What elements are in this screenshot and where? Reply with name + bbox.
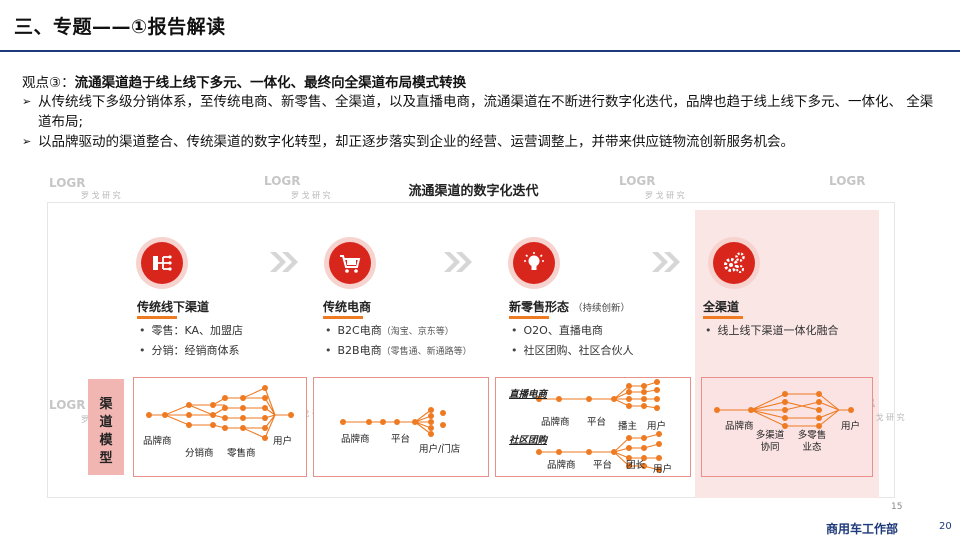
watermark-cn: 罗 戈 研 究	[291, 191, 331, 200]
community-group-buying-label: 社区团购	[509, 435, 548, 446]
watermark-logo: LOGR	[829, 174, 866, 188]
watermark-cn: 罗 戈 研 究	[291, 409, 331, 418]
figure-frame	[47, 202, 895, 498]
bullet-item: ➢ 从传统线下多级分销体系，至传统电商、新零售、全渠道，以及直播电商，流通渠道在…	[22, 92, 942, 132]
stage-title: 传统电商	[323, 300, 372, 314]
flow-node-label: 品牌商	[547, 460, 576, 471]
title-divider	[0, 50, 960, 52]
ecommerce-model-box	[313, 377, 489, 477]
watermark-logo: LOGR	[49, 398, 86, 412]
flow-node-label: 多零售业态	[797, 430, 827, 453]
flow-node-label: 用户	[653, 464, 673, 475]
flow-node-label: 用户	[841, 421, 861, 432]
footer-department: 商用车工作部	[826, 522, 899, 536]
lightbulb-icon	[513, 242, 555, 284]
viewpoint: 观点③：流通渠道趋于线上线下多元、一体化、最终向全渠道布局模式转换	[22, 71, 466, 91]
flow-node-label: 分销商	[185, 448, 214, 459]
stage-underline	[137, 316, 177, 319]
stage-underline	[703, 316, 743, 319]
footer-page-number: 20	[939, 521, 952, 532]
chevron-right-icon	[444, 252, 472, 272]
flow-node-label: 品牌商	[725, 421, 754, 432]
stage-item: •分销：经销商体系	[139, 344, 240, 357]
bullet-text: 以品牌驱动的渠道整合、传统渠道的数字化转型，却正逐步落实到企业的经营、运营调整上…	[38, 134, 794, 150]
figure-page-number: 15	[891, 502, 903, 512]
stage-title: 新零售形态（持续创新）	[509, 300, 631, 314]
stage-item: •B2B电商（零售通、新通路等）	[325, 344, 472, 357]
flow-node-label: 团长	[626, 460, 646, 471]
arrow-bullet-icon: ➢	[22, 95, 32, 108]
arrow-bullet-icon: ➢	[22, 135, 32, 148]
sitemap-icon	[141, 242, 183, 284]
flow-node-label: 播主	[618, 421, 638, 432]
figure-title: 流通渠道的数字化迭代	[408, 184, 539, 199]
stage-item: •B2C电商（淘宝、京东等）	[325, 324, 454, 337]
stage-title: 传统线下渠道	[137, 300, 210, 314]
bullet-item: ➢ 以品牌驱动的渠道整合、传统渠道的数字化转型，却正逐步落实到企业的经营、运营调…	[22, 132, 942, 152]
stage-item: •零售：KA、加盟店	[139, 324, 244, 337]
flow-node-label: 用户	[273, 436, 293, 447]
channel-model-label: 渠 道 模 型	[88, 379, 124, 475]
flow-diagrams	[146, 379, 854, 473]
stage-title: 全渠道	[703, 300, 740, 314]
live-ecommerce-label: 直播电商	[509, 389, 548, 400]
watermark-logo: LOGR	[619, 174, 656, 188]
flow-node-label: 零售商	[227, 448, 256, 459]
viewpoint-label: 观点③：	[22, 75, 75, 91]
model-label-char: 道	[99, 415, 113, 430]
chevron-right-icon	[652, 252, 680, 272]
flow-node-label: 平台	[391, 434, 411, 445]
flow-node-label: 用户/门店	[419, 444, 461, 455]
model-label-char: 模	[99, 433, 113, 448]
flow-node-label: 平台	[593, 460, 613, 471]
bullet-text: 从传统线下多级分销体系，至传统电商、新零售、全渠道，以及直播电商，流通渠道在不断…	[38, 94, 934, 130]
flow-node-label: 品牌商	[341, 434, 370, 445]
flow-node-label: 品牌商	[143, 436, 172, 447]
channel-iteration-figure: 流通渠道的数字化迭代 LOGR 罗 戈 研 究 LOGR 罗 戈 研 究 LOG…	[39, 172, 908, 512]
viewpoint-text: 流通渠道趋于线上线下多元、一体化、最终向全渠道布局模式转换	[74, 75, 467, 91]
gears-icon	[713, 242, 755, 284]
watermark-cn: 罗 戈 研 究	[645, 191, 685, 200]
stage-item: •O2O、直播电商	[511, 324, 603, 337]
flow-node-label: 平台	[587, 417, 607, 428]
stage-item: •社区团购、社区合伙人	[511, 344, 634, 357]
stage-underline	[509, 316, 549, 319]
watermark-cn: 罗 戈 研 究	[865, 413, 905, 422]
newretail-model-box	[495, 377, 691, 477]
page-title: 三、专题——①报告解读	[14, 16, 226, 38]
flow-node-label: 用户	[647, 421, 667, 432]
watermark-logo: LOGR	[264, 174, 301, 188]
model-label-char: 渠	[99, 397, 113, 412]
watermark-cn: 罗 戈 研 究	[81, 191, 121, 200]
stage-item: •线上线下渠道一体化融合	[705, 324, 839, 337]
shopping-cart-icon	[329, 242, 371, 284]
bullet-list: ➢ 从传统线下多级分销体系，至传统电商、新零售、全渠道，以及直播电商，流通渠道在…	[22, 92, 942, 152]
flow-node-label: 品牌商	[541, 417, 570, 428]
flow-node-label: 多渠道协同	[755, 430, 785, 453]
chevron-right-icon	[270, 252, 298, 272]
watermark-logo: LOGR	[49, 176, 86, 190]
stage-underline	[323, 316, 363, 319]
model-label-char: 型	[99, 451, 113, 466]
